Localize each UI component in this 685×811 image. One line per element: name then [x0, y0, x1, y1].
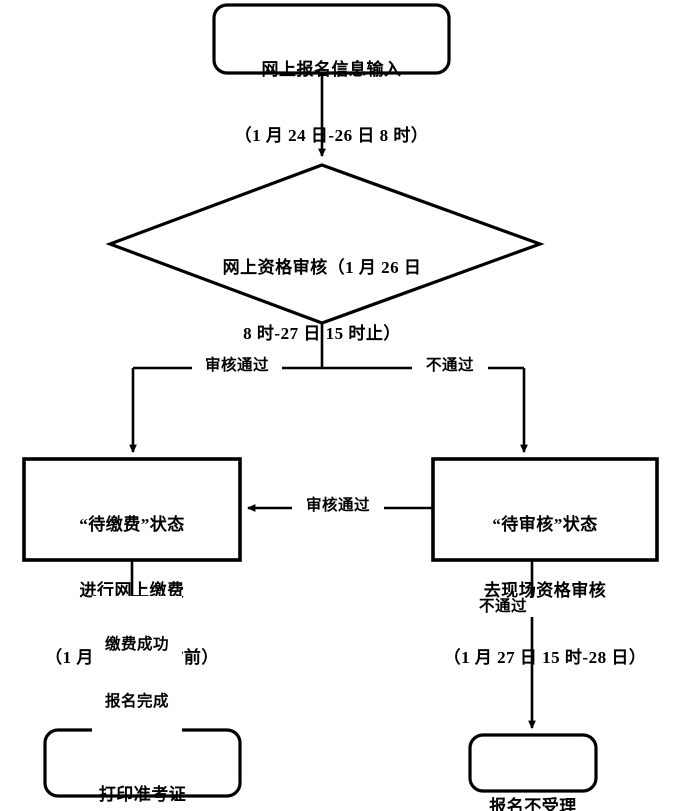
node-online-review-label: 网上资格审核（1 月 26 日 8 时-27 日 15 时止） [152, 213, 492, 390]
edge-onsite-pass-label: 审核通过 [292, 497, 384, 516]
node-pending-review-line-3: （1 月 27 日 15 时-28 日） [443, 647, 647, 667]
node-pending-payment-line-1: “待缴费”状态 [79, 515, 185, 535]
edge-payment-done-label: 缴费成功 报名完成 [92, 596, 182, 752]
edge-review-pass-label: 审核通过 [192, 357, 282, 376]
edge-review-fail-label: 不通过 [412, 357, 488, 376]
node-online-review-line-1: 网上资格审核（1 月 26 日 [222, 258, 422, 278]
node-pending-review-line-2: 去现场资格审核 [483, 581, 607, 601]
node-start-shape [212, 3, 451, 75]
edge-onsite-fail-label: 不通过 [466, 598, 540, 617]
node-print-admission-label: 打印准考证 （3 月 7 日至 12 日） [45, 740, 240, 811]
node-rejected-label: 报名不受理 [470, 752, 596, 811]
node-start-label: 网上报名信息输入 （1 月 24 日-26 日 8 时） [214, 15, 449, 192]
node-start-line-1: 网上报名信息输入 [261, 60, 402, 80]
node-online-review-line-2: 8 时-27 日 15 时止） [243, 324, 401, 344]
node-pending-payment-line-2: 进行网上缴费 [79, 581, 185, 601]
node-rejected-shape [468, 733, 598, 793]
edge-payment-done-label-line-2: 报名完成 [104, 692, 169, 710]
node-start-line-2: （1 月 24 日-26 日 8 时） [234, 126, 429, 146]
node-pending-review-line-1: “待审核”状态 [492, 515, 598, 535]
node-rejected-line-1: 报名不受理 [489, 797, 577, 811]
node-pending-review-shape [431, 457, 659, 562]
node-pending-payment-shape [22, 457, 242, 562]
node-pending-review-label: “待审核”状态 去现场资格审核 （1 月 27 日 15 时-28 日） [433, 470, 657, 713]
node-print-admission-line-1: 打印准考证 [98, 785, 187, 805]
edge-payment-done-label-line-1: 缴费成功 [104, 635, 169, 653]
